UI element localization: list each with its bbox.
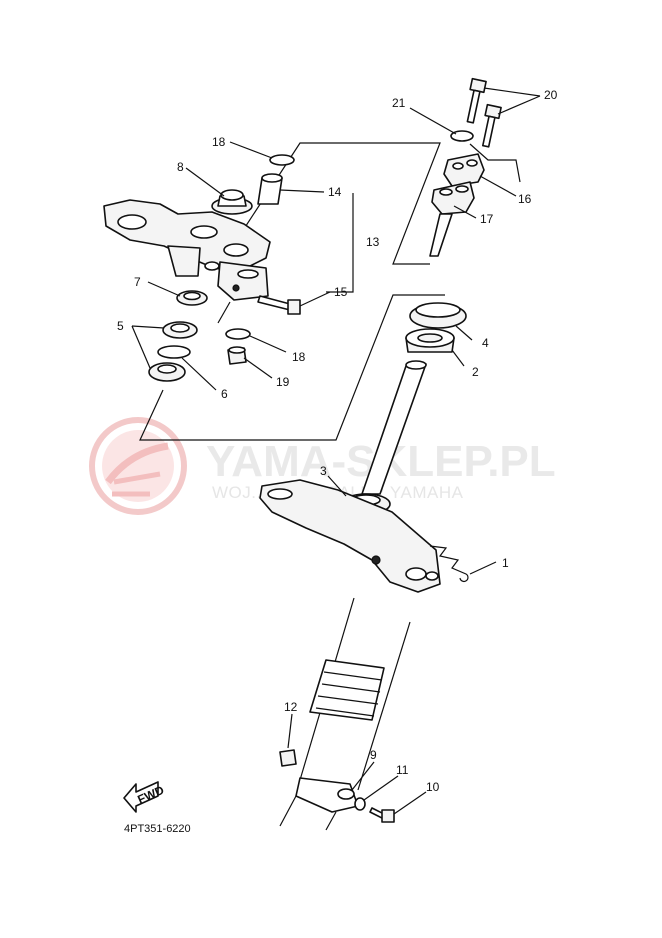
callout-11: 11: [396, 763, 409, 777]
stem-top-end: [405, 360, 427, 370]
callout-4: 4: [482, 336, 489, 350]
part-21-washer: [450, 130, 474, 142]
diagram-code: 4PT351-6220: [124, 823, 191, 835]
part-2-bearing: [405, 328, 455, 353]
part-19-nut: [227, 346, 247, 365]
callout-14: 14: [328, 185, 342, 199]
callout-17: 17: [480, 212, 494, 226]
callout-5: 5: [117, 319, 124, 333]
fwd-arrow: FWD: [123, 781, 166, 813]
part-8-cap-nut: [211, 189, 253, 215]
callout-7: 7: [134, 275, 141, 289]
callout-13: 13: [366, 235, 380, 249]
callout-10: 10: [426, 780, 440, 794]
part-5-ring-nuts: [148, 321, 198, 382]
part-6-washer: [157, 345, 191, 359]
watermark-logo: [89, 417, 187, 515]
callout-16: 16: [518, 192, 532, 206]
callout-1: 1: [502, 556, 509, 570]
callout-15: 15: [334, 285, 348, 299]
part-20-bolts: [466, 77, 502, 148]
part-14-collar: [257, 173, 283, 205]
part-12-nut: [279, 749, 297, 767]
part-7-ring-nut: [176, 290, 208, 306]
part-4-bearing-cover: [409, 302, 467, 329]
handlebar-group-box: [237, 142, 441, 293]
front-fork: [279, 597, 411, 831]
part-15-bolt: [257, 295, 301, 315]
part-18-washer-mid: [225, 328, 251, 340]
leader-lines: [131, 87, 541, 815]
callout-8: 8: [177, 160, 184, 174]
callout-6: 6: [221, 387, 228, 401]
part-11-washer: [354, 797, 366, 811]
part-18-washer-top: [269, 154, 295, 166]
callout-20: 20: [544, 88, 558, 102]
callout-19: 19: [276, 375, 290, 389]
under-bracket: [259, 479, 441, 593]
callout-9: 9: [370, 748, 377, 762]
callout-12: 12: [284, 700, 298, 714]
callout-18-top: 18: [212, 135, 226, 149]
part-10-bolt: [369, 807, 395, 823]
part-1-clip: [429, 545, 469, 582]
callout-21: 21: [392, 96, 406, 110]
callout-18-mid: 18: [292, 350, 306, 364]
part-16-upper-holder: [443, 143, 521, 187]
steering-group-box: [139, 294, 445, 441]
part-13-upper-bracket: [103, 199, 271, 301]
callout-labels: 1 2 3 4 5 6 7 8 9 10 11 12 13 14 15 16 1…: [117, 88, 558, 794]
callout-3: 3: [320, 464, 327, 478]
callout-2: 2: [472, 365, 479, 379]
part-17-lower-holder: [429, 181, 475, 257]
fwd-label: FWD: [135, 783, 166, 807]
